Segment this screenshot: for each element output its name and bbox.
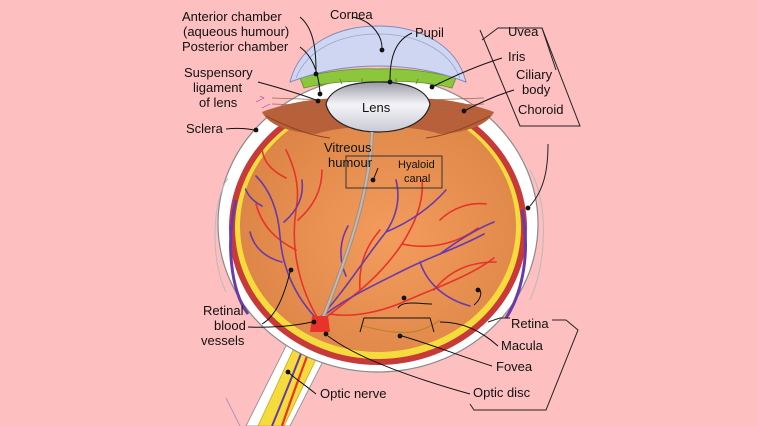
optic-nerve-label: Optic nerve [320,386,386,401]
vitreous-humour-label: Vitreous [324,140,372,155]
leader-lines [225,16,515,395]
sclera-label: Sclera [186,121,224,136]
ligament-wisps [255,95,271,109]
choroid-label: Choroid [518,102,564,117]
iris-shape [299,68,457,89]
vitreous-body [240,100,516,352]
hyaloid-canal-label-line2: canal [404,173,430,185]
suspensory-ligament-label-line3: of lens [199,95,238,110]
fovea-label: Fovea [496,359,533,374]
macula-label: Macula [501,338,544,353]
hyaloid-canal-label: Hyaloid [398,159,435,171]
retinal-blood-vessels-label: Retinal [203,303,244,318]
choroid-purple-right [504,209,527,319]
anterior-chamber-label-line2: (aqueous humour) [183,24,289,39]
suspensory-ligament-label-line2: ligament [193,80,243,95]
hyaloid-label-box [345,155,443,189]
pupil-label: Pupil [415,25,444,40]
ciliary-body-label-line2: body [522,82,551,97]
uvea-label: Uvea [508,24,539,39]
macula-fovea-region [361,319,441,334]
posterior-chamber-label: Posterior chamber [182,39,289,54]
iris-label: Iris [508,49,526,64]
suspensory-ligament-fibers [271,97,485,111]
retinal-blood-vessels-label-line3: vessels [201,333,245,348]
lens-shape [325,81,431,133]
anterior-chamber-label: Anterior chamber [182,9,282,24]
vitreous-humour-label-line2: humour [328,155,373,170]
ciliary-body-label: Ciliary [516,67,553,82]
retina-label: Retina [511,316,549,331]
optic-disc-label: Optic disc [473,385,531,400]
retina-bracket [469,317,579,411]
hyaloid-canal-core [321,131,373,321]
suspensory-ligament-label: Suspensory [184,65,253,80]
cornea-label: Cornea [330,7,373,22]
retinal-blood-vessels-label-line2: blood [214,318,246,333]
uvea-bracket [479,27,581,211]
choroid-purple-left [229,199,250,315]
lens-label: Lens [362,100,391,115]
